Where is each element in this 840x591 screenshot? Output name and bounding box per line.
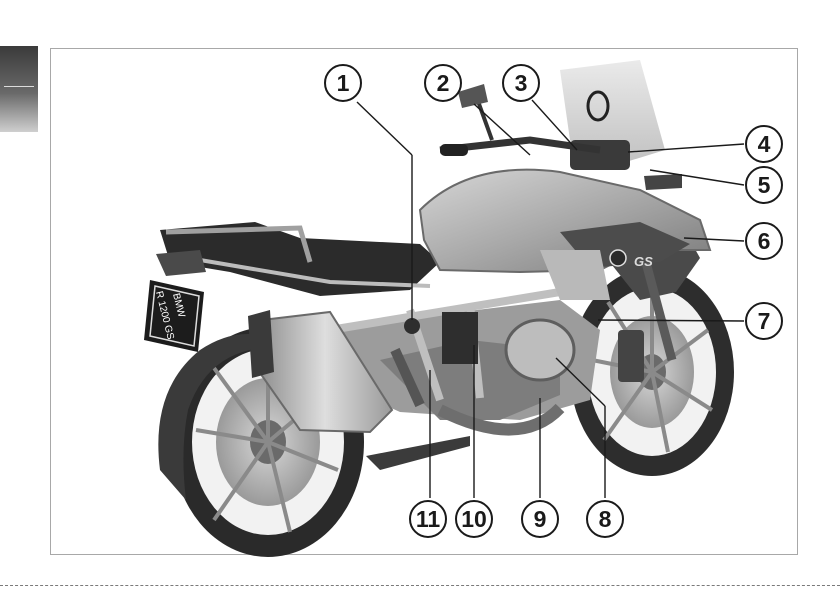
callout-8: 8	[586, 500, 624, 538]
callout-9: 9	[521, 500, 559, 538]
callout-10: 10	[455, 500, 493, 538]
callout-4: 4	[745, 125, 783, 163]
windscreen-and-cockpit	[560, 60, 665, 170]
callout-6: 6	[745, 222, 783, 260]
seat-and-rack	[156, 222, 440, 296]
license-plate: BMW R 1200 GS	[144, 280, 204, 352]
callout-11: 11	[409, 500, 447, 538]
tank-badge: GS	[634, 254, 653, 269]
callout-2: 2	[424, 64, 462, 102]
callout-5: 5	[745, 166, 783, 204]
callout-3: 3	[502, 64, 540, 102]
callout-7: 7	[745, 302, 783, 340]
callout-1: 1	[324, 64, 362, 102]
center-stand	[366, 436, 470, 470]
